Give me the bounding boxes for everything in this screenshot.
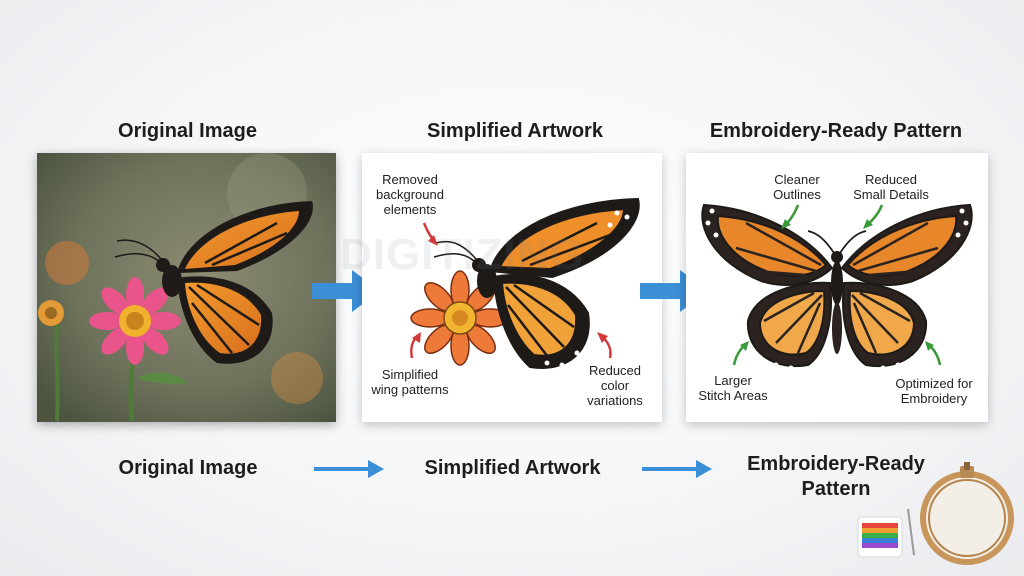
annotation-removed-background: Removed background elements [376, 172, 444, 217]
thread-spool-icon [857, 508, 915, 558]
simplified-artwork-panel: Removed background elements Simplified w… [362, 153, 662, 422]
title-embroidery-ready: Embroidery-Ready Pattern [709, 120, 963, 142]
annotation-reduced-small-details: Reduced Small Details [853, 172, 929, 202]
simplified-butterfly-image [410, 197, 640, 369]
bottom-arrow-2 [642, 460, 712, 478]
embroidery-butterfly-image [701, 203, 973, 371]
monarch-photo-image [37, 153, 336, 422]
annotation-simplified-wing-patterns: Simplified wing patterns [371, 367, 449, 397]
title-simplified-artwork: Simplified Artwork [427, 120, 603, 142]
bottom-label-original-image: Original Image [118, 457, 258, 479]
original-photo [37, 153, 336, 422]
title-original-image: Original Image [118, 120, 257, 142]
embroidery-hoop-icon [920, 462, 1014, 565]
bottom-label-embroidery-ready-pattern: Embroidery-Ready Pattern [747, 453, 925, 500]
annotation-reduced-color-variations: Reduced color variations [587, 363, 643, 408]
annotation-optimized-for-embroidery: Optimized for Embroidery [895, 376, 973, 406]
embroidery-pattern-panel: Cleaner Outlines Reduced Small Details L… [686, 153, 988, 422]
bottom-arrow-1 [314, 460, 384, 478]
annotation-cleaner-outlines: Cleaner Outlines [773, 172, 821, 202]
annotation-larger-stitch-areas: Larger Stitch Areas [698, 373, 768, 403]
bottom-label-simplified-artwork: Simplified Artwork [424, 457, 601, 479]
watermark-text: DIGITIZING [340, 230, 585, 279]
